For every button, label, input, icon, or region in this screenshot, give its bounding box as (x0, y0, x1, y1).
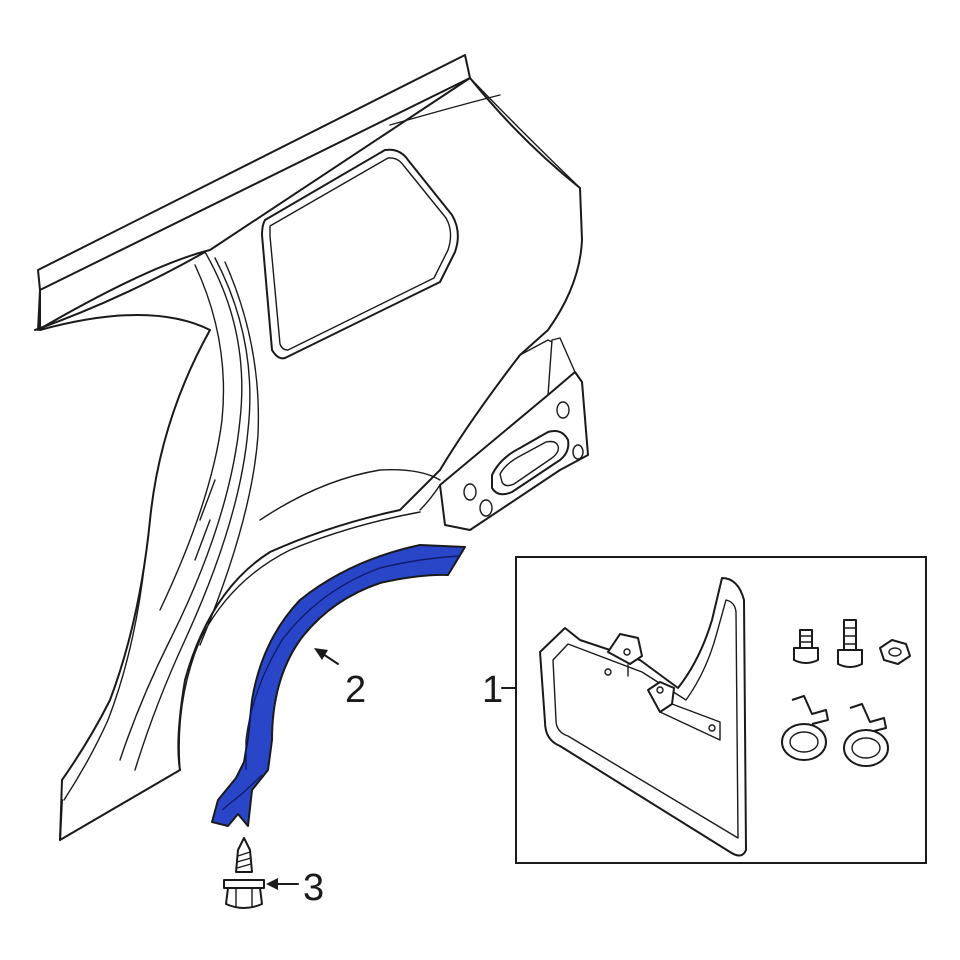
quarter-panel-drawing (34, 54, 589, 841)
mud-flap (539, 577, 747, 857)
callout-number-3: 3 (303, 867, 324, 909)
callout-number-1: 1 (482, 669, 503, 711)
callout-3: 3 (266, 867, 324, 909)
bolt (837, 619, 863, 668)
nut (879, 639, 911, 665)
callout-2: 2 (314, 648, 366, 711)
mud-flap-kit-box[interactable] (515, 556, 927, 864)
callout-number-2: 2 (345, 669, 366, 711)
clip (781, 695, 829, 761)
screw[interactable] (223, 837, 265, 909)
callout-1: 1 (482, 669, 517, 711)
clip (843, 703, 889, 767)
bolt (793, 629, 819, 664)
wheel-opening-molding[interactable] (211, 544, 466, 827)
